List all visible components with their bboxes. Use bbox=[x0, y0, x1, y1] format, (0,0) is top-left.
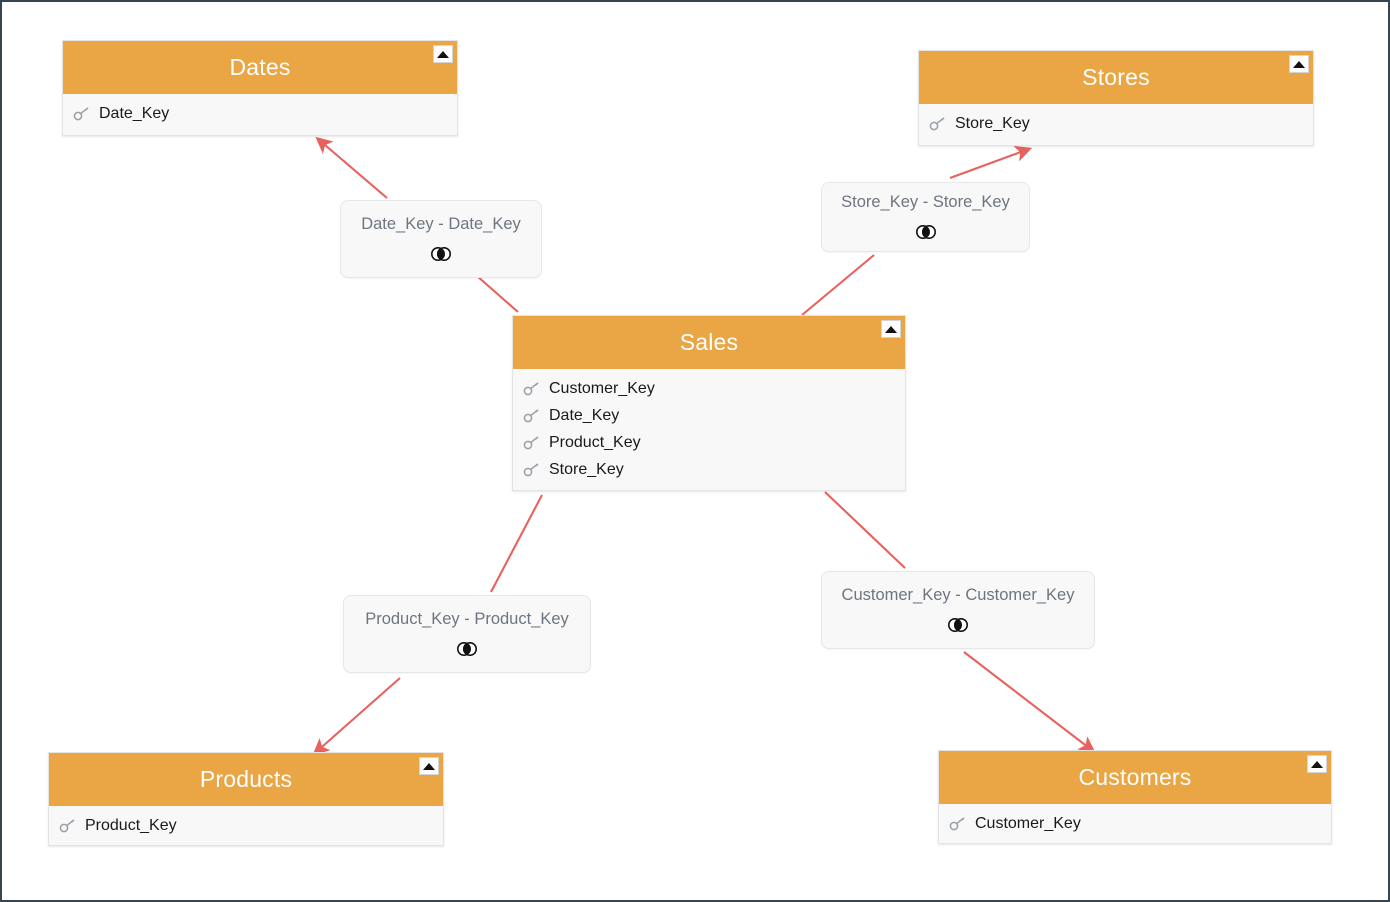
field-row[interactable]: Product_Key bbox=[513, 429, 905, 456]
key-icon bbox=[523, 381, 539, 395]
field-row[interactable]: Date_Key bbox=[63, 100, 457, 127]
caret-up-icon bbox=[437, 50, 449, 58]
field-list-sales: Customer_Key Date_Key Product_Ke bbox=[513, 369, 905, 489]
inner-join-icon[interactable] bbox=[430, 246, 452, 262]
edge-products-arrow bbox=[312, 677, 401, 756]
field-row[interactable]: Date_Key bbox=[513, 402, 905, 429]
relationship-label-date-key[interactable]: Date_Key - Date_Key bbox=[340, 200, 542, 278]
field-row[interactable]: Product_Key bbox=[49, 812, 443, 839]
field-name: Store_Key bbox=[955, 114, 1030, 132]
field-name: Customer_Key bbox=[975, 814, 1081, 832]
table-card-sales[interactable]: Sales Customer_Key bbox=[512, 315, 906, 491]
field-list-customers: Customer_Key bbox=[939, 804, 1331, 843]
collapse-button-sales[interactable] bbox=[881, 320, 901, 338]
relationship-label-product-key[interactable]: Product_Key - Product_Key bbox=[343, 595, 591, 673]
relationship-label-customer-key[interactable]: Customer_Key - Customer_Key bbox=[821, 571, 1095, 649]
table-header-dates[interactable]: Dates bbox=[63, 41, 457, 94]
table-title-customers: Customers bbox=[1078, 764, 1192, 790]
caret-up-icon bbox=[1311, 760, 1323, 768]
relationship-label-text: Date_Key - Date_Key bbox=[361, 215, 521, 234]
field-name: Product_Key bbox=[85, 816, 177, 834]
inner-join-icon[interactable] bbox=[456, 641, 478, 657]
field-list-dates: Date_Key bbox=[63, 94, 457, 133]
inner-join-icon[interactable] bbox=[915, 224, 937, 240]
key-icon bbox=[73, 106, 89, 120]
collapse-button-customers[interactable] bbox=[1307, 755, 1327, 773]
field-name: Date_Key bbox=[549, 406, 620, 424]
table-title-products: Products bbox=[199, 766, 293, 792]
field-name: Customer_Key bbox=[549, 379, 655, 397]
field-row[interactable]: Store_Key bbox=[513, 456, 905, 483]
caret-up-icon bbox=[1293, 60, 1305, 68]
key-icon bbox=[523, 462, 539, 476]
key-icon bbox=[523, 408, 539, 422]
collapse-button-products[interactable] bbox=[419, 757, 439, 775]
key-icon bbox=[523, 435, 539, 449]
edge-sales-customers bbox=[824, 491, 906, 569]
table-card-customers[interactable]: Customers Customer_Key bbox=[938, 750, 1332, 844]
field-name: Product_Key bbox=[549, 433, 641, 451]
field-row[interactable]: Store_Key bbox=[919, 110, 1313, 137]
edge-sales-products bbox=[490, 494, 543, 593]
relationship-label-store-key[interactable]: Store_Key - Store_Key bbox=[821, 182, 1030, 252]
key-icon bbox=[59, 818, 75, 832]
table-header-sales[interactable]: Sales bbox=[513, 316, 905, 369]
table-card-dates[interactable]: Dates Date_Key bbox=[62, 40, 458, 136]
table-title-stores: Stores bbox=[1082, 64, 1150, 90]
collapse-button-dates[interactable] bbox=[433, 45, 453, 63]
table-title-dates: Dates bbox=[229, 54, 291, 80]
field-list-products: Product_Key bbox=[49, 806, 443, 845]
table-card-stores[interactable]: Stores Store_Key bbox=[918, 50, 1314, 146]
field-name: Date_Key bbox=[99, 104, 170, 122]
table-card-products[interactable]: Products Product_Key bbox=[48, 752, 444, 846]
relationship-label-text: Customer_Key - Customer_Key bbox=[841, 586, 1075, 605]
table-header-stores[interactable]: Stores bbox=[919, 51, 1313, 104]
inner-join-icon[interactable] bbox=[947, 617, 969, 633]
field-list-stores: Store_Key bbox=[919, 104, 1313, 143]
field-row[interactable]: Customer_Key bbox=[513, 375, 905, 402]
table-header-products[interactable]: Products bbox=[49, 753, 443, 806]
collapse-button-stores[interactable] bbox=[1289, 55, 1309, 73]
field-row[interactable]: Customer_Key bbox=[939, 810, 1331, 837]
key-icon bbox=[929, 116, 945, 130]
table-title-sales: Sales bbox=[679, 329, 739, 355]
edge-stores-arrow bbox=[949, 145, 1033, 179]
edge-customers-arrow bbox=[963, 651, 1096, 754]
relationship-label-text: Store_Key - Store_Key bbox=[841, 193, 1010, 212]
edge-sales-stores bbox=[801, 254, 875, 316]
table-header-customers[interactable]: Customers bbox=[939, 751, 1331, 804]
field-name: Store_Key bbox=[549, 460, 624, 478]
caret-up-icon bbox=[423, 762, 435, 770]
relationship-label-text: Product_Key - Product_Key bbox=[365, 610, 569, 629]
key-icon bbox=[949, 816, 965, 830]
caret-up-icon bbox=[885, 325, 897, 333]
edge-dates-arrow bbox=[315, 136, 388, 199]
